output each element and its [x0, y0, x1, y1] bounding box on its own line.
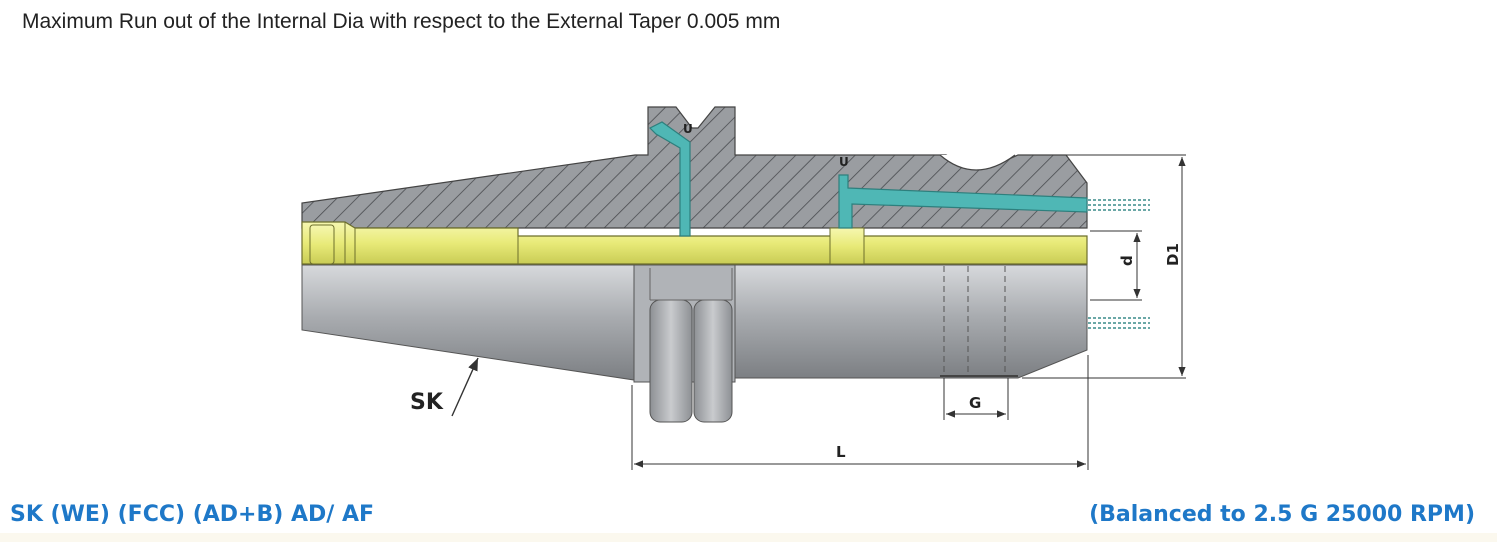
- bore-groove-lines: [943, 266, 1006, 376]
- label-l: L: [836, 443, 846, 461]
- balance-spec: (Balanced to 2.5 G 25000 RPM): [1089, 502, 1475, 527]
- dimension-d: [1090, 230, 1142, 301]
- lower-body: [301, 264, 635, 381]
- coolant-channels: [648, 121, 1088, 237]
- dimension-d1: [1022, 154, 1186, 379]
- bottom-strip: [0, 533, 1497, 542]
- label-d: d: [1118, 255, 1136, 266]
- flange-groove-left: [649, 299, 693, 423]
- page-caption: Maximum Run out of the Internal Dia with…: [22, 10, 781, 33]
- sk-leader: [451, 357, 479, 417]
- u-label-2: U: [839, 155, 849, 169]
- radial-notch: [939, 154, 1016, 171]
- dimension-g: [943, 378, 1009, 420]
- model-designation: SK (WE) (FCC) (AD+B) AD/ AF: [10, 502, 374, 527]
- coolant-hose-bottom: [1088, 317, 1150, 329]
- coolant-hose-top: [1088, 199, 1150, 211]
- dimension-l: [631, 355, 1089, 470]
- u-label-1: U: [683, 122, 693, 136]
- flange-groove-right: [693, 299, 733, 423]
- label-sk: SK: [410, 390, 444, 415]
- lower-body-right: [734, 264, 1088, 379]
- label-g: G: [969, 394, 981, 412]
- label-d1: D1: [1164, 243, 1182, 266]
